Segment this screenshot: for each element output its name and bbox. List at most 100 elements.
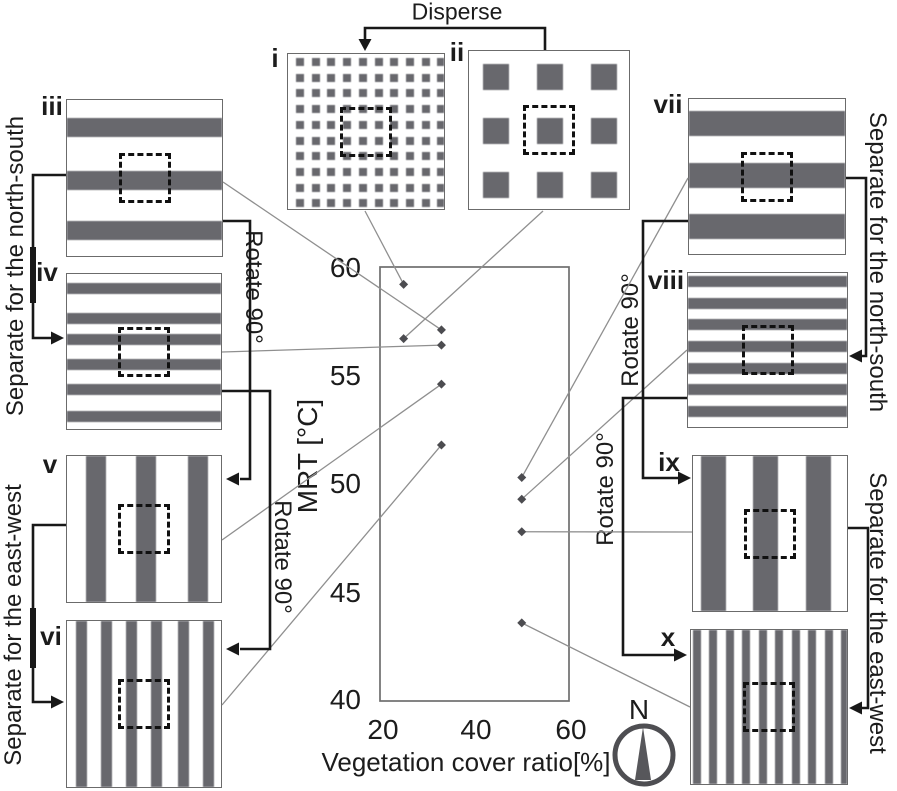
pattern-vi-vegetation [67, 621, 221, 787]
vegetation-square [296, 183, 304, 192]
vegetation-square [374, 89, 383, 98]
vegetation-stripe-horizontal [688, 298, 847, 309]
y-tick-40: 40 [329, 684, 361, 715]
vegetation-square [421, 89, 430, 98]
pattern-vi-label: vi [40, 621, 62, 651]
vegetation-stripe-vertical [101, 621, 112, 787]
vegetation-square [421, 167, 430, 176]
vegetation-square [327, 136, 336, 145]
vegetation-square [437, 167, 444, 176]
pattern-x-vegetation [691, 630, 847, 784]
pattern-iii-tile [66, 99, 223, 257]
vegetation-square [327, 105, 336, 114]
vegetation-square [343, 199, 352, 208]
vegetation-square [405, 120, 414, 129]
vegetation-square [405, 152, 414, 161]
vegetation-square [405, 73, 414, 82]
rotate-90-right-bottom-label: Rotate 90° [592, 432, 619, 546]
pattern-ii-tile [468, 50, 630, 210]
vegetation-square [327, 73, 336, 82]
vegetation-stripe-horizontal [688, 406, 847, 417]
vegetation-square [390, 183, 399, 192]
vegetation-square [358, 167, 367, 176]
vegetation-square [311, 73, 320, 82]
vegetation-square [537, 64, 563, 90]
vegetation-stripe-vertical [792, 630, 800, 784]
pattern-v-label: v [42, 449, 58, 479]
vegetation-stripe-horizontal [688, 363, 847, 374]
vegetation-stripe-vertical [203, 621, 214, 787]
vegetation-square [343, 120, 352, 129]
x-axis-title: Vegetation cover ratio[%] [321, 747, 611, 777]
vegetation-square [537, 172, 563, 198]
vegetation-square [327, 199, 336, 208]
vegetation-square [296, 58, 304, 66]
vegetation-square [405, 105, 414, 114]
pattern-vii-tile [688, 98, 846, 255]
vegetation-square [405, 167, 414, 176]
rotate-90-right-top-label: Rotate 90° [617, 273, 644, 387]
separate-north-south-right-label: Separate for the north-south [864, 111, 891, 413]
vegetation-stripe-vertical [841, 630, 847, 784]
vegetation-square [327, 183, 336, 192]
vegetation-square [311, 120, 320, 129]
vegetation-square [296, 120, 304, 129]
vegetation-square [421, 199, 430, 208]
vegetation-stripe-vertical [136, 456, 156, 602]
vegetation-square [358, 183, 367, 192]
vegetation-square [374, 136, 383, 145]
vegetation-square [374, 183, 383, 192]
vegetation-square [483, 118, 509, 144]
vegetation-square [296, 73, 304, 82]
vegetation-square [358, 58, 367, 66]
disperse-label: Disperse [411, 0, 503, 25]
pattern-iv-vegetation [67, 274, 221, 429]
vegetation-square [358, 120, 367, 129]
pattern-vii-label: vii [653, 89, 683, 119]
vegetation-stripe-vertical [76, 621, 87, 787]
pattern-ix-tile [692, 455, 848, 612]
vegetation-square [358, 73, 367, 82]
y-tick-55: 55 [329, 360, 361, 391]
vegetation-square [374, 73, 383, 82]
vegetation-stripe-horizontal [688, 276, 847, 287]
vegetation-stripe-vertical [759, 630, 767, 784]
vegetation-square [311, 183, 320, 192]
vegetation-square [390, 73, 399, 82]
vegetation-square [311, 89, 320, 98]
vegetation-stripe-horizontal [67, 411, 221, 422]
pattern-x-label: x [660, 622, 676, 652]
vegetation-square [437, 105, 444, 114]
vegetation-stripe-vertical [178, 621, 189, 787]
vegetation-stripe-vertical [775, 630, 783, 784]
vegetation-square [437, 89, 444, 98]
vegetation-square [296, 199, 304, 208]
vegetation-square [390, 199, 399, 208]
vegetation-square [483, 64, 509, 90]
vegetation-square [421, 152, 430, 161]
vegetation-stripe-horizontal [689, 214, 845, 239]
vegetation-square [591, 64, 617, 90]
pattern-viii-vegetation [688, 273, 847, 427]
pattern-i-tile [287, 53, 445, 210]
vegetation-stripe-horizontal [688, 341, 847, 352]
pattern-iv-label: iv [36, 257, 58, 287]
vegetation-square [343, 167, 352, 176]
vegetation-square [343, 89, 352, 98]
pattern-x-tile [690, 629, 848, 785]
vegetation-stripe-horizontal [67, 359, 221, 370]
vegetation-square [311, 136, 320, 145]
vegetation-stripe-horizontal [689, 111, 845, 136]
vegetation-stripe-horizontal [67, 221, 222, 240]
vegetation-square [296, 152, 304, 161]
pattern-viii-sample-area [741, 325, 794, 375]
vegetation-stripe-horizontal [67, 171, 222, 190]
vegetation-square [405, 199, 414, 208]
x-tick-40: 40 [460, 714, 492, 745]
vegetation-square [327, 58, 336, 66]
vegetation-stripe-horizontal [688, 384, 847, 395]
vegetation-square [374, 167, 383, 176]
pattern-i-label: i [271, 43, 279, 73]
pattern-iii-vegetation [67, 100, 222, 256]
